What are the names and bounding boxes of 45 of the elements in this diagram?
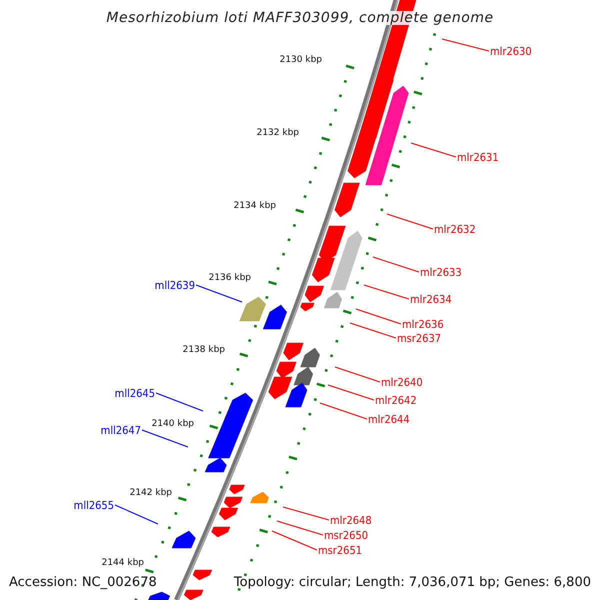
leader-line <box>196 284 242 302</box>
gene-label: mlr2634 <box>410 294 452 304</box>
scale-label: 2136 kbp <box>208 274 251 282</box>
scale-label: 2132 kbp <box>256 128 299 138</box>
gene-label: mll2645 <box>114 388 155 398</box>
leader-line <box>320 402 368 420</box>
gene-label: mll2655 <box>74 500 114 510</box>
gene-label: mlr2633 <box>420 266 462 278</box>
scale-label: 2140 kbp <box>152 420 194 428</box>
leader-line <box>282 506 330 520</box>
leader-line <box>442 38 490 52</box>
gene-label: mlr2644 <box>368 414 410 424</box>
gene-label: msr2650 <box>324 530 368 540</box>
genome-info-text: Topology: circular; Length: 7,036,071 bp; Genes: 6,800 <box>234 576 591 588</box>
gene-label: mlr2631 <box>457 152 499 162</box>
scale-label: 2138 kbp <box>182 346 225 354</box>
leader-line <box>142 430 188 448</box>
gene-label: msr2651 <box>318 544 362 556</box>
leader-line <box>276 520 324 536</box>
gene-label: mlr2632 <box>434 224 476 234</box>
leader-line <box>328 384 374 400</box>
title: Mesorhizobium loti MAFF303099, complete genome <box>106 11 494 25</box>
gene-label: mlr2630 <box>490 46 532 56</box>
leader-line <box>410 142 456 158</box>
leader-line <box>272 530 318 550</box>
scale-label: 2134 kbp <box>234 202 276 210</box>
gene-label: mll2639 <box>154 280 195 290</box>
leader-line <box>350 322 396 338</box>
gene-label: mll2647 <box>100 424 141 436</box>
scale-label: 2142 kbp <box>130 488 172 498</box>
gene-label: mlr2636 <box>402 318 444 330</box>
leader-line <box>114 504 158 524</box>
leader-line <box>334 366 380 382</box>
leader-line <box>356 308 402 324</box>
scale-label: 2144 kbp <box>102 558 144 568</box>
leader-line <box>364 284 410 300</box>
gene-label: mlr2642 <box>375 394 417 406</box>
leader-line <box>156 392 204 412</box>
leader-line <box>372 256 420 272</box>
leader-line <box>386 214 434 230</box>
scale-label: 2130 kbp <box>280 56 322 64</box>
accession-text: Accession: NC_002678 <box>9 576 157 588</box>
gene-label: msr2637 <box>397 332 442 344</box>
gene-label: mlr2640 <box>381 376 423 388</box>
gene-label: mlr2648 <box>330 514 372 526</box>
